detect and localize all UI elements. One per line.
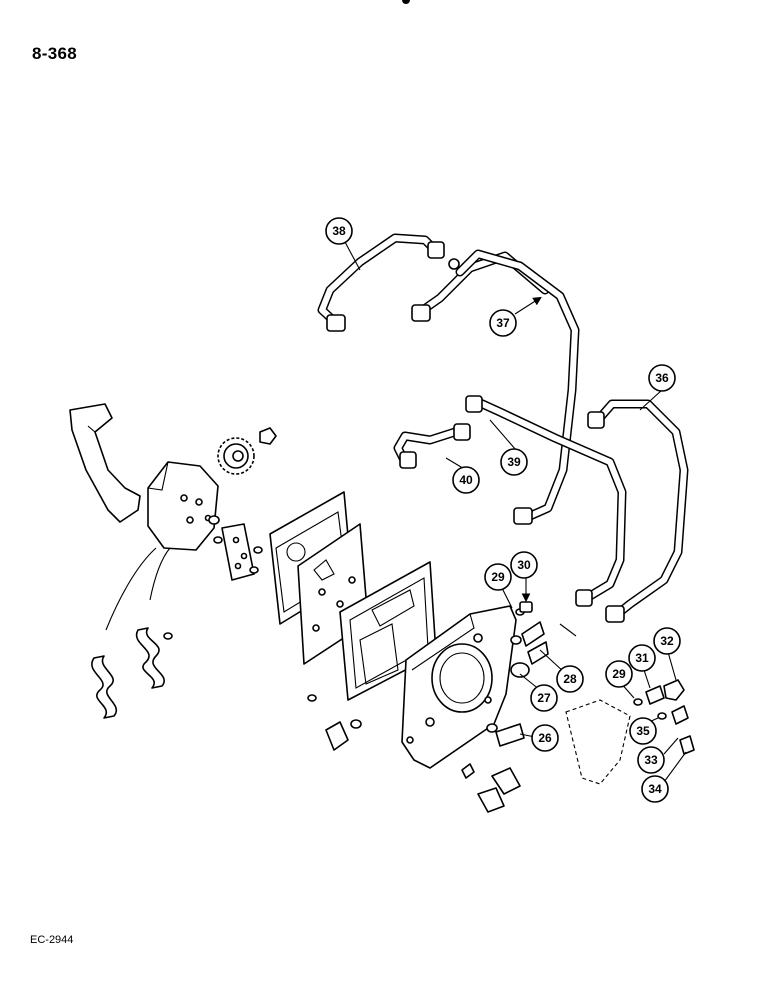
svg-text:29: 29 [612, 667, 626, 681]
svg-text:28: 28 [563, 672, 577, 686]
callout-37: 37 [489, 309, 517, 337]
svg-text:30: 30 [517, 558, 531, 572]
fitting-28 [510, 621, 549, 678]
engine-block-sketch [565, 699, 631, 785]
callout-29-left: 29 [484, 563, 512, 591]
callout-30: 30 [510, 551, 538, 579]
callout-39: 39 [500, 448, 528, 476]
svg-text:26: 26 [538, 731, 552, 745]
injection-pipe-40 [393, 423, 471, 469]
callout-35: 35 [629, 717, 657, 745]
fittings-31-35 [633, 679, 695, 755]
callout-36: 36 [648, 364, 676, 392]
svg-text:38: 38 [332, 224, 346, 238]
callout-34: 34 [641, 775, 669, 803]
callout-28: 28 [556, 665, 584, 693]
callout-38: 38 [325, 217, 353, 245]
svg-text:27: 27 [537, 691, 551, 705]
callout-31: 31 [628, 644, 656, 672]
svg-text:40: 40 [459, 473, 473, 487]
fitting-30 [515, 601, 533, 616]
callout-33: 33 [637, 746, 665, 774]
svg-text:33: 33 [644, 753, 658, 767]
svg-text:36: 36 [655, 371, 669, 385]
injection-pipe-37 [455, 249, 580, 525]
pump-cover-plate [213, 523, 263, 581]
injection-pipe-36 [587, 399, 689, 623]
svg-text:37: 37 [496, 316, 510, 330]
svg-text:31: 31 [635, 651, 649, 665]
pump-body [147, 461, 220, 551]
svg-text:32: 32 [660, 634, 674, 648]
callout-26: 26 [531, 724, 559, 752]
cropped-title-mark [402, 0, 410, 4]
callout-40: 40 [452, 466, 480, 494]
callout-32: 32 [653, 627, 681, 655]
fitting-26 [486, 723, 525, 747]
page-number: 8-368 [32, 44, 77, 63]
svg-text:29: 29 [491, 570, 505, 584]
injection-pipe-39 [465, 395, 627, 607]
callout-29-right: 29 [605, 660, 633, 688]
drive-gear [217, 427, 277, 475]
spring-clip-right [135, 627, 165, 689]
svg-text:39: 39 [507, 455, 521, 469]
plug-and-bolts [163, 632, 521, 813]
figure-code: EC-2944 [30, 934, 74, 946]
mounting-bracket [69, 403, 141, 523]
svg-text:34: 34 [648, 782, 662, 796]
spring-clip-left [91, 655, 118, 719]
callout-27: 27 [530, 684, 558, 712]
svg-text:35: 35 [636, 724, 650, 738]
